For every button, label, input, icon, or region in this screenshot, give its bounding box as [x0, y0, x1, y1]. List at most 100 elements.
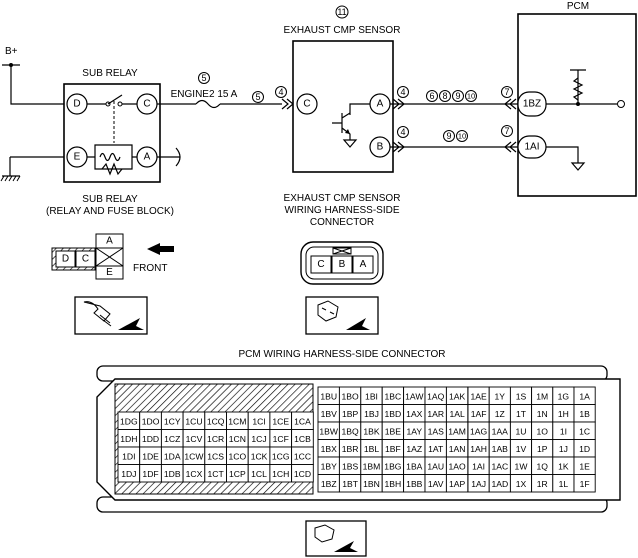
wire-a-callout-3	[452, 90, 464, 102]
sensor-ground-icon	[342, 139, 358, 148]
relay-switch-contact	[107, 94, 123, 105]
pcm-pin-1cr: 1CR	[207, 434, 224, 444]
pcm-pin-1w: 1W	[515, 461, 529, 471]
sub-relay-title: SUB RELAY	[82, 68, 138, 79]
pcm-pin-1o: 1O	[536, 426, 548, 436]
connector-c-icon	[281, 98, 294, 110]
pcm-pin-1bm: 1BM	[363, 461, 381, 471]
relay-pin-e-label: E	[74, 152, 81, 163]
pcm-pin-1ay: 1AY	[406, 426, 422, 436]
pcm-pin-1bu: 1BU	[320, 391, 337, 401]
svg-text:5: 5	[255, 92, 260, 102]
pcm-pin-1n: 1N	[537, 409, 548, 419]
connector-1ai-icon	[504, 141, 517, 153]
sensor-conn-caption-3: CONNECTOR	[310, 217, 374, 228]
pcm-pin-1be: 1BE	[385, 426, 402, 436]
pcm-pin-1ah: 1AH	[470, 444, 487, 454]
relay-plug-icon	[74, 296, 148, 335]
pcm-pin-1af: 1AF	[471, 409, 487, 419]
pcm-pin-1ci: 1CI	[252, 416, 265, 426]
pcm-pin-1aa: 1AA	[492, 426, 509, 436]
pcm-pin-1i: 1I	[560, 426, 567, 436]
relay-conn-d: D	[62, 254, 69, 265]
pcm-pin-1ag: 1AG	[470, 426, 488, 436]
pcm-pin-1av: 1AV	[428, 479, 444, 489]
pcm-pin-1cp: 1CP	[229, 469, 246, 479]
pcm-pin-1y: 1Y	[495, 391, 506, 401]
pcm-pin-1dh: 1DH	[120, 434, 137, 444]
pcm-conn-caption: PCM WIRING HARNESS-SIDE CONNECTOR	[238, 349, 445, 360]
pcm-pin-1do: 1DO	[142, 416, 160, 426]
svg-text:8: 8	[442, 91, 447, 101]
wire-a-callout-2	[439, 90, 451, 102]
relay-pin-d-label: D	[73, 99, 80, 110]
pcm-pin-1bb: 1BB	[406, 479, 423, 489]
pcm-pin-1t: 1T	[516, 409, 527, 419]
pcm-pin-1bs: 1BS	[342, 461, 359, 471]
pcm-pin-1ak: 1AK	[449, 391, 466, 401]
sensor-conn-b: B	[339, 259, 346, 270]
pcm-pin-1cc: 1CC	[294, 451, 311, 461]
sensor-box	[292, 40, 394, 173]
pcm-pin-1cg: 1CG	[272, 451, 290, 461]
relay-conn-a: A	[106, 236, 113, 247]
pcm-ground-icon	[570, 162, 586, 171]
pcm-pin-1ct: 1CT	[208, 469, 225, 479]
pcm-pullup-resistor-icon	[572, 77, 584, 101]
pcm-1bz-callout	[501, 86, 513, 98]
pcm-pin-1dg: 1DG	[120, 416, 138, 426]
svg-text:6: 6	[429, 91, 434, 101]
pcm-pin-1as: 1AS	[428, 426, 445, 436]
sensor-title: EXHAUST CMP SENSOR	[284, 25, 401, 36]
svg-text:10: 10	[458, 132, 466, 141]
wire-a-callout-4	[465, 90, 477, 102]
pcm-right-cell	[573, 474, 596, 493]
pcm-pin-1aq: 1AQ	[427, 391, 445, 401]
ground-wire	[2, 156, 64, 177]
wire-c-callout	[252, 91, 264, 103]
pcm-pin-1cn: 1CN	[229, 434, 246, 444]
pcm-pin-1ac: 1AC	[491, 461, 508, 471]
sensor-pin-c-label: C	[303, 99, 310, 110]
pcm-pin-1cs: 1CS	[207, 451, 224, 461]
pcm-pin-1bq: 1BQ	[341, 426, 359, 436]
fuse-label: ENGINE2 15 A	[171, 89, 238, 100]
sensor-conn-c: C	[317, 259, 324, 270]
pcm-pin-1bt: 1BT	[342, 479, 359, 489]
pcm-pin-1d: 1D	[579, 444, 590, 454]
svg-text:5: 5	[201, 73, 206, 83]
relay-connector-face: D C A E	[51, 233, 124, 280]
pcm-pin-1ck: 1CK	[251, 451, 268, 461]
pcm-pin-1j: 1J	[559, 444, 568, 454]
svg-text:4: 4	[400, 87, 405, 97]
pcm-pin-1h: 1H	[558, 409, 569, 419]
wire-a-callout-1	[426, 90, 438, 102]
pcm-plug-icon	[305, 520, 367, 557]
pcm-pin-1au: 1AU	[427, 461, 444, 471]
pcm-1ai-callout	[501, 125, 513, 137]
pcm-pin-1az: 1AZ	[406, 444, 422, 454]
pcm-pin-1q: 1Q	[536, 461, 548, 471]
pcm-pin-1v: 1V	[516, 444, 527, 454]
sensor-connector-face: C B A	[300, 241, 384, 285]
pcm-pin-1k: 1K	[558, 461, 569, 471]
pcm-pin-1cx: 1CX	[186, 469, 203, 479]
pcm-pin-1m: 1M	[536, 391, 548, 401]
pcm-left-cell	[291, 464, 314, 483]
pcm-pin-1r: 1R	[537, 479, 548, 489]
pcm-pin-1bg: 1BG	[384, 461, 402, 471]
pcm-pin-1bf: 1BF	[385, 444, 401, 454]
pcm-pin-1df: 1DF	[142, 469, 158, 479]
relay-coil-icon	[99, 152, 121, 162]
fuse-icon	[195, 99, 221, 109]
pcm-pin-1ar: 1AR	[427, 409, 444, 419]
pcm-pin-1cb: 1CB	[294, 434, 311, 444]
pcm-pin-1a: 1A	[579, 391, 590, 401]
pcm-pin-1ai-label: 1AI	[524, 142, 539, 153]
sensor-c-callout	[275, 86, 287, 98]
pcm-pin-1ai: 1AI	[472, 461, 485, 471]
pcm-pin-1cm: 1CM	[228, 416, 246, 426]
pcm-pin-1b: 1B	[579, 409, 590, 419]
pcm-pin-1bx: 1BX	[321, 444, 338, 454]
